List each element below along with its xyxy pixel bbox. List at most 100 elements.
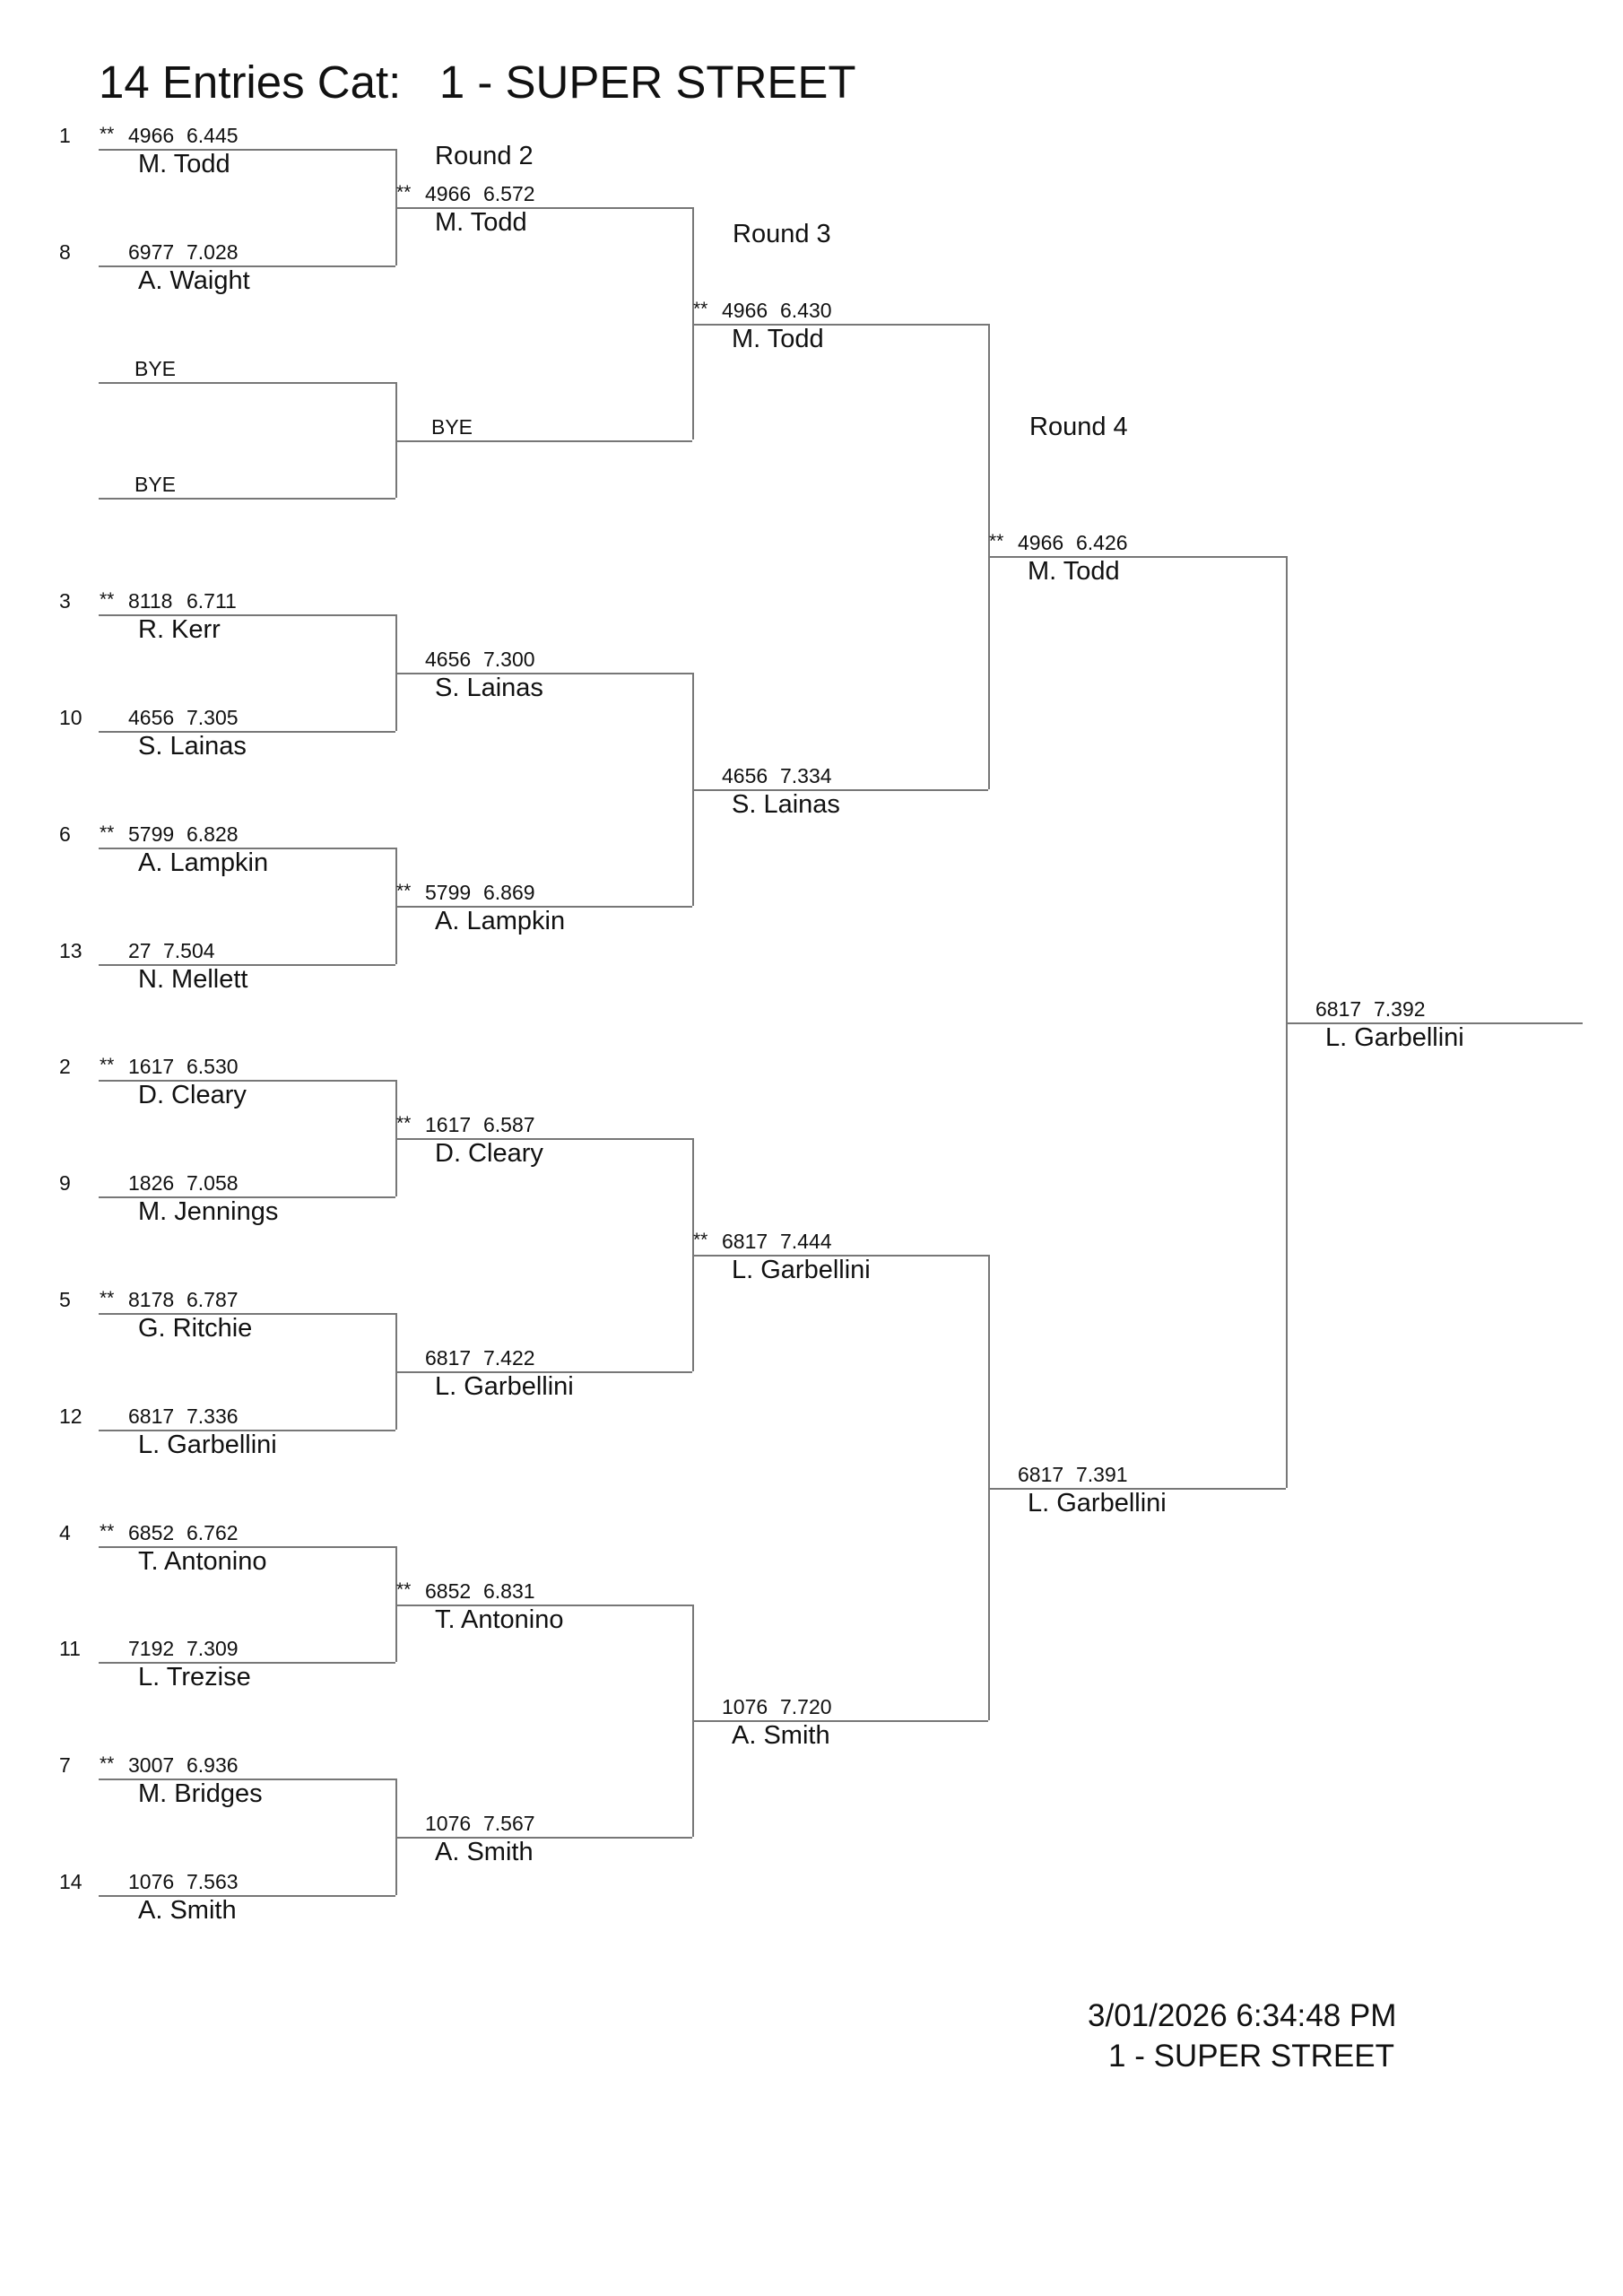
- footer-datetime: 3/01/2026 6:34:48 PM: [1088, 1998, 1397, 2033]
- bracket-slot-line: [692, 1255, 988, 1257]
- elapsed-time: 7.504: [163, 938, 215, 962]
- elapsed-time: 7.567: [483, 1812, 535, 1836]
- seed-number: 14: [59, 1870, 82, 1893]
- car-number: 1617: [128, 1055, 175, 1079]
- car-number: 1076: [425, 1812, 472, 1836]
- racer-name: D. Cleary: [138, 1081, 247, 1110]
- car-number: 4656: [128, 706, 175, 729]
- bracket-slot-line: [99, 1429, 395, 1431]
- elapsed-time: 6.869: [483, 880, 535, 904]
- elapsed-time: 7.391: [1076, 1462, 1128, 1486]
- bracket-slot-line: [99, 1196, 395, 1199]
- racer-name: M. Bridges: [138, 1779, 263, 1809]
- seed-number: 2: [59, 1055, 71, 1079]
- racer-name: L. Garbellini: [138, 1430, 277, 1459]
- car-number: 6817: [722, 1230, 768, 1254]
- racer-name: G. Ritchie: [138, 1314, 253, 1343]
- qualifier-marker: **: [100, 1753, 115, 1775]
- car-number: 27: [128, 938, 152, 962]
- bracket-slot-line: [99, 265, 395, 267]
- bracket-connector: [395, 1779, 397, 1895]
- car-number: 1826: [128, 1171, 175, 1196]
- racer-name: M. Todd: [732, 324, 824, 353]
- qualifier-marker: **: [693, 1230, 708, 1251]
- car-number: 7192: [128, 1637, 175, 1661]
- car-number: 4656: [425, 648, 472, 672]
- racer-name: A. Waight: [138, 265, 250, 295]
- seed-number: 3: [59, 589, 71, 613]
- racer-name: A. Smith: [732, 1721, 830, 1751]
- racer-name: D. Cleary: [435, 1139, 543, 1169]
- bracket-slot-line: [395, 673, 692, 675]
- round-3-label: Round 3: [733, 220, 831, 248]
- elapsed-time: 7.305: [187, 706, 239, 729]
- racer-name: S. Lainas: [138, 732, 247, 761]
- racer-name: L. Garbellini: [1325, 1022, 1464, 1052]
- bracket-connector: [395, 614, 397, 731]
- bracket-slot-line: [99, 1662, 395, 1665]
- elapsed-time: 6.445: [187, 124, 239, 147]
- elapsed-time: 7.720: [780, 1695, 832, 1719]
- bracket-slot-line: [988, 1487, 1286, 1490]
- car-number: 5799: [425, 880, 472, 904]
- elapsed-time: 6.936: [187, 1753, 239, 1778]
- qualifier-marker: **: [396, 1578, 412, 1600]
- car-number: 3007: [128, 1753, 175, 1778]
- bracket-slot-line: [988, 556, 1286, 559]
- bracket-connector: [395, 1545, 397, 1663]
- car-number: 6852: [425, 1578, 472, 1603]
- elapsed-time: 7.334: [780, 763, 832, 787]
- bracket-slot-line: [99, 1545, 395, 1548]
- bracket-slot-line: [395, 905, 692, 908]
- footer-category: 1 - SUPER STREET: [1108, 2039, 1394, 2074]
- elapsed-time: 6.762: [187, 1520, 239, 1544]
- car-number: 4966: [1018, 531, 1064, 555]
- qualifier-marker: **: [100, 589, 115, 611]
- qualifier-marker: **: [396, 1113, 412, 1135]
- car-number: 6817: [425, 1345, 472, 1370]
- qualifier-marker: **: [100, 1520, 115, 1542]
- seed-number: 9: [59, 1171, 71, 1196]
- racer-name: L. Garbellini: [732, 1256, 871, 1285]
- bracket-slot-line: [99, 1313, 395, 1315]
- racer-name: M. Todd: [1028, 557, 1120, 587]
- bracket-connector: [1286, 556, 1288, 1488]
- seed-number: 7: [59, 1753, 71, 1778]
- car-number: 6977: [128, 239, 175, 264]
- bye-label: BYE: [431, 414, 473, 439]
- bracket-connector: [988, 323, 990, 789]
- bracket-slot-line: [692, 323, 988, 326]
- elapsed-time: 7.422: [483, 1345, 535, 1370]
- racer-name: M. Todd: [435, 207, 527, 237]
- racer-name: M. Todd: [138, 150, 230, 178]
- page-title: 14 Entries Cat: 1 - SUPER STREET: [99, 57, 856, 108]
- elapsed-time: 7.392: [1374, 996, 1426, 1021]
- car-number: 6852: [128, 1520, 175, 1544]
- qualifier-marker: **: [100, 1288, 115, 1309]
- seed-number: 13: [59, 938, 82, 962]
- bracket-slot-line: [99, 1895, 395, 1897]
- elapsed-time: 7.336: [187, 1404, 239, 1428]
- car-number: 8118: [128, 589, 173, 613]
- racer-name: L. Garbellini: [1028, 1488, 1167, 1518]
- car-number: 4656: [722, 763, 768, 787]
- racer-name: S. Lainas: [732, 789, 840, 819]
- seed-number: 5: [59, 1288, 71, 1311]
- car-number: 1617: [425, 1113, 472, 1137]
- bracket-slot-line: [692, 1720, 988, 1723]
- qualifier-marker: **: [989, 531, 1004, 552]
- elapsed-time: 6.530: [187, 1055, 239, 1079]
- elapsed-time: 7.300: [483, 648, 535, 672]
- qualifier-marker: **: [396, 880, 412, 901]
- car-number: 8178: [128, 1288, 175, 1311]
- racer-name: L. Garbellini: [435, 1371, 574, 1401]
- qualifier-marker: **: [693, 298, 708, 319]
- bracket-slot-line: [99, 1080, 395, 1083]
- racer-name: A. Smith: [138, 1896, 237, 1925]
- bracket-slot-line: [99, 1779, 395, 1781]
- seed-number: 10: [59, 706, 82, 729]
- qualifier-marker: **: [396, 181, 412, 203]
- elapsed-time: 7.444: [780, 1230, 832, 1254]
- racer-name: A. Lampkin: [138, 848, 269, 877]
- elapsed-time: 6.828: [187, 822, 239, 846]
